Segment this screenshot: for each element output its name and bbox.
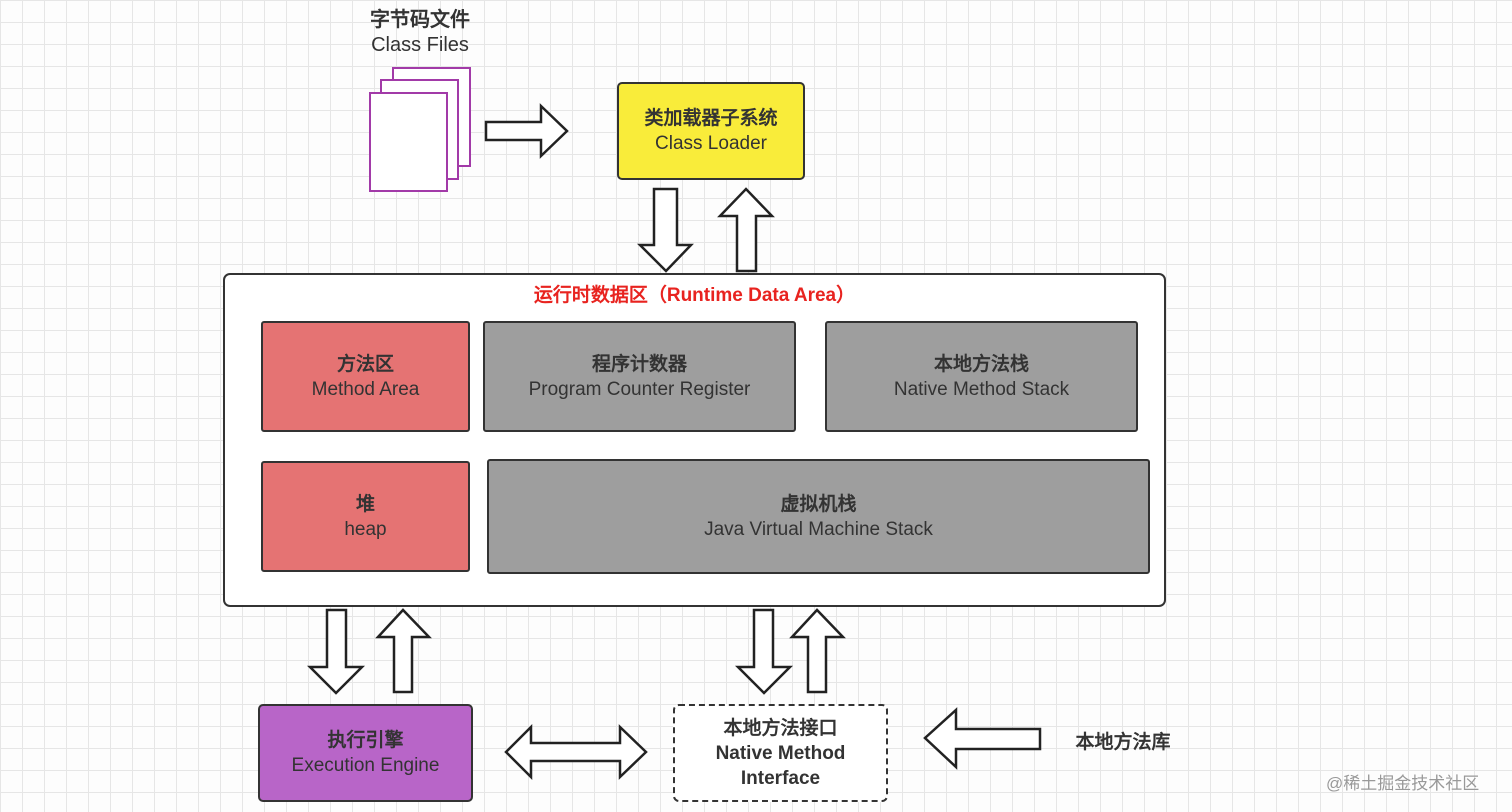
runtime-data-area-title: 运行时数据区（Runtime Data Area）: [533, 285, 856, 306]
pc-register-zh: 程序计数器: [591, 353, 687, 375]
pc-register-box: 程序计数器 Program Counter Register: [483, 321, 796, 432]
arrow-interface-to-runtime: [789, 608, 846, 694]
arrow-runtime-to-interface: [734, 608, 794, 695]
arrow-runtime-to-engine: [306, 608, 366, 695]
class-loader-zh: 类加载器子系统: [644, 108, 778, 129]
watermark: @稀土掘金技术社区: [1326, 774, 1480, 793]
native-stack-en: Native Method Stack: [893, 378, 1070, 400]
class-files-icon: [369, 67, 471, 192]
execution-engine-zh: 执行引擎: [327, 730, 404, 751]
native-interface-en2: Interface: [740, 767, 821, 789]
arrow-library-to-interface: [923, 707, 1042, 770]
class-loader-en: Class Loader: [655, 133, 767, 154]
arrow-engine-to-runtime: [375, 608, 432, 694]
class-files-zh: 字节码文件: [370, 9, 470, 31]
native-method-interface-box: 本地方法接口 Native Method Interface: [673, 704, 888, 802]
jvm-stack-box: 虚拟机栈 Java Virtual Machine Stack: [487, 459, 1150, 574]
class-loader-box: 类加载器子系统 Class Loader: [617, 82, 805, 180]
heap-en: heap: [344, 518, 387, 540]
heap-zh: 堆: [355, 493, 375, 515]
jvm-stack-zh: 虚拟机栈: [780, 493, 857, 515]
native-stack-zh: 本地方法栈: [933, 353, 1029, 375]
arrow-engine-interface-bidirectional: [504, 723, 648, 781]
arrow-runtime-to-loader: [717, 187, 775, 273]
pc-register-en: Program Counter Register: [528, 378, 751, 400]
arrow-loader-to-runtime: [636, 187, 694, 273]
native-interface-en1: Native Method: [715, 742, 846, 764]
class-files-label: 字节码文件 Class Files: [340, 8, 500, 58]
method-area-en: Method Area: [311, 378, 420, 400]
jvm-stack-en: Java Virtual Machine Stack: [704, 518, 933, 540]
native-interface-zh: 本地方法接口: [723, 717, 838, 739]
method-area-box: 方法区 Method Area: [261, 321, 470, 432]
method-area-zh: 方法区: [336, 353, 394, 375]
native-method-stack-box: 本地方法栈 Native Method Stack: [825, 321, 1138, 432]
class-files-en: Class Files: [371, 34, 469, 56]
execution-engine-box: 执行引擎 Execution Engine: [258, 704, 473, 802]
arrow-files-to-loader: [484, 103, 569, 159]
native-library-label: 本地方法库: [1075, 732, 1171, 753]
heap-box: 堆 heap: [261, 461, 470, 572]
execution-engine-en: Execution Engine: [291, 755, 440, 776]
